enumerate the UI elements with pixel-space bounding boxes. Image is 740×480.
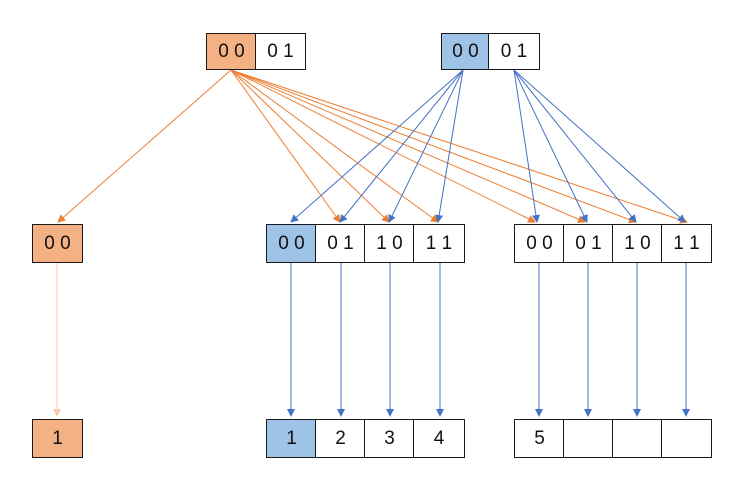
- arrow-orange-to-mid-center-10: [230, 69, 439, 223]
- top-right-cell-00: 0 0: [441, 33, 490, 70]
- bot-center-cell-3: 3: [364, 419, 415, 458]
- mid-left-cell-00: 0 0: [32, 224, 83, 263]
- arrow-blue-to-mid-center-11: [435, 69, 464, 223]
- arrow-orange-to-mid-right-11: [230, 69, 688, 224]
- bot-left-cell-1: 1: [32, 419, 83, 458]
- top-right-cell-01: 0 1: [488, 33, 540, 70]
- arrow-orange-to-mid-right-01: [230, 69, 586, 223]
- arrow-blue-to-mid-right-11: [513, 69, 686, 223]
- arrow-orange-to-mid-right-00: [230, 69, 536, 223]
- mid-center-cell-10: 1 0: [364, 224, 415, 263]
- arrow-blue-to-mid-center-10: [388, 69, 464, 223]
- bot-right-cell-empty-3: [661, 419, 712, 458]
- mid-center-cell-01: 0 1: [315, 224, 366, 263]
- arrow-blue-to-mid-center-00: [290, 69, 464, 223]
- bot-center-cell-4: 4: [413, 419, 465, 458]
- mid-center-cell-00: 0 0: [266, 224, 317, 263]
- arrow-orange-to-mid-right-10: [230, 69, 637, 224]
- arrow-orange-to-mid-left: [57, 69, 232, 223]
- arrow-orange-to-mid-center-01: [230, 69, 390, 223]
- bot-center-cell-1: 1: [266, 419, 317, 458]
- mid-right-cell-11: 1 1: [661, 224, 712, 263]
- arrow-blue-to-mid-center-01: [339, 69, 464, 223]
- mid-right-cell-00: 0 0: [514, 224, 565, 263]
- top-left-cell-00: 0 0: [206, 33, 257, 70]
- bot-right-cell-empty-2: [612, 419, 663, 458]
- bot-right-cell-empty-1: [563, 419, 614, 458]
- arrow-blue-to-mid-right-01: [513, 69, 588, 223]
- bot-right-cell-5: 5: [514, 419, 565, 458]
- mid-center-cell-11: 1 1: [413, 224, 465, 263]
- top-left-cell-01: 0 1: [255, 33, 306, 70]
- arrow-orange-to-mid-center-00: [230, 69, 341, 223]
- arrow-blue-to-mid-right-00: [513, 69, 540, 223]
- mid-right-cell-01: 0 1: [563, 224, 614, 263]
- arrow-blue-to-mid-right-10: [513, 69, 637, 223]
- bot-center-cell-2: 2: [315, 419, 366, 458]
- mid-right-cell-10: 1 0: [612, 224, 663, 263]
